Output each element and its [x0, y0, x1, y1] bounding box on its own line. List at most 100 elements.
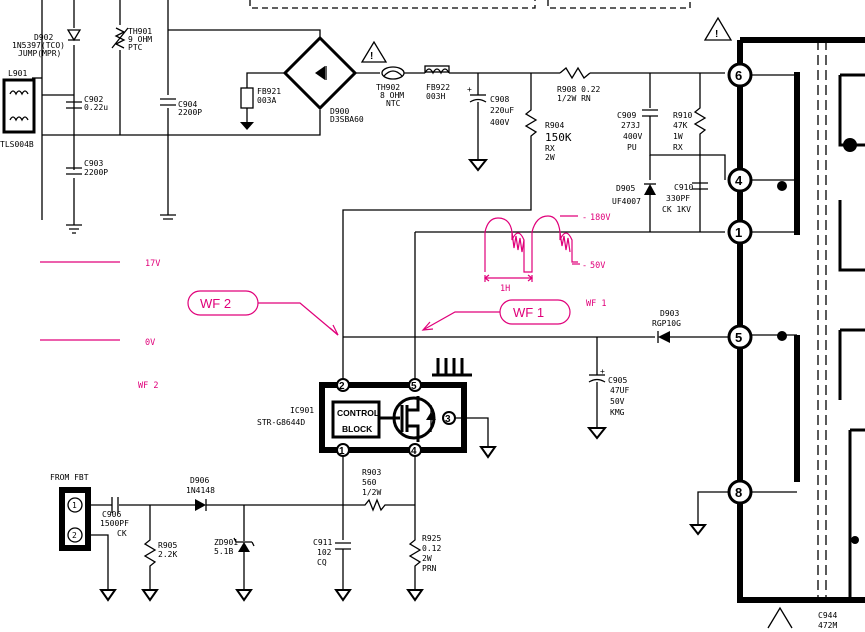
winding-taps	[752, 74, 797, 493]
svg-text:-: -	[582, 213, 587, 223]
c911-value: 102	[317, 548, 332, 557]
c902-value: 0.22u	[84, 103, 108, 112]
wf2-pointer	[258, 302, 339, 336]
period-arrows-icon	[484, 274, 533, 282]
mosfet-gate	[379, 396, 420, 442]
r910-label: R910	[673, 111, 692, 120]
ground-icon	[479, 446, 497, 459]
fb921-value: 003A	[257, 96, 276, 105]
wf1-arrow-icon	[421, 321, 434, 331]
d902-diode-symbol	[66, 29, 82, 42]
svg-text:!: !	[370, 51, 373, 62]
ic-pin-3	[442, 411, 456, 425]
d906-label: D906	[190, 476, 209, 485]
svg-text:!: !	[715, 29, 718, 40]
ground-icon	[235, 589, 253, 602]
c906-type: CK	[117, 529, 127, 538]
c909-voltage: 400V	[623, 132, 642, 141]
level-180v-label: 180V	[590, 213, 610, 223]
c903-symbol	[66, 167, 82, 175]
core-lines	[817, 40, 827, 600]
l901-box	[2, 78, 36, 134]
c906-label: C906	[102, 510, 121, 519]
secondary-windings	[838, 73, 865, 400]
d900-part: D3SBA60	[330, 115, 364, 124]
r905-label: R905	[158, 541, 177, 550]
r904-type: RX	[545, 144, 555, 153]
dashed-border-top	[249, 0, 536, 9]
d905-label: D905	[616, 184, 635, 193]
period-bracket	[484, 275, 533, 282]
pin2-ground-wire	[88, 534, 109, 590]
c902-label: C902	[84, 95, 103, 104]
pin3-ground-wire	[455, 417, 489, 447]
polarity-dot	[777, 331, 787, 341]
th902-symbol	[381, 66, 405, 80]
secondary-winding	[848, 428, 865, 600]
d903-part: RGP10G	[652, 319, 681, 328]
ground-icon	[406, 589, 424, 602]
fb921-wire	[246, 72, 285, 88]
level-0v-label: 0V	[145, 338, 155, 348]
c944-label: C944	[818, 611, 837, 620]
c909-label: C909	[617, 111, 636, 120]
d906-part: 1N4148	[186, 486, 215, 495]
zd901-zener-icon	[238, 542, 250, 552]
r904-label: R904	[545, 121, 564, 130]
ic901-part: STR-G8644D	[257, 418, 305, 427]
from-fbt-label: FROM FBT	[50, 473, 89, 482]
transformer-pin-8	[727, 479, 753, 505]
transformer-pin-5	[727, 324, 753, 350]
level-50v-label: 50V	[590, 261, 605, 271]
c911-type: CQ	[317, 558, 327, 567]
bridge-bottom-wire	[120, 110, 321, 136]
wf2-arrow-icon	[329, 324, 339, 336]
r910-value: 47K	[673, 121, 688, 130]
c904-label: C904	[178, 100, 197, 109]
r903-symbol	[343, 498, 415, 512]
l901-part: TLS004B	[0, 140, 34, 149]
c911-label: C911	[313, 538, 332, 547]
pin-label: 1	[735, 225, 742, 240]
d902-note: JUMP(MPR)	[18, 49, 61, 58]
r908-value: 1/2W RN	[557, 94, 591, 103]
d905-part: UF4007	[612, 197, 641, 206]
connector-pin-2	[67, 527, 83, 543]
svg-text:+: +	[600, 367, 605, 376]
fbt-connector	[59, 487, 91, 551]
ic-pin-label: 2	[339, 381, 345, 392]
l901-label: L901	[8, 69, 27, 78]
c904-symbol	[160, 98, 176, 106]
ground-icon	[160, 214, 176, 220]
c909-type: PU	[627, 143, 637, 152]
d902-part: 1N5397(TCO)	[12, 41, 65, 50]
c908-value: 220uF	[490, 106, 514, 115]
ground-icon	[467, 159, 489, 172]
zd901-label: ZD901	[214, 538, 238, 547]
th902-type: NTC	[386, 99, 401, 108]
zd901-value: 5.1B	[214, 547, 233, 556]
wf1-ringing	[511, 231, 571, 253]
th902-curve	[383, 70, 403, 77]
d903-label: D903	[660, 309, 679, 318]
ic901-label: IC901	[290, 406, 314, 415]
fb922-core	[424, 65, 450, 73]
r925-label: R925	[422, 534, 441, 543]
c902-symbol	[66, 101, 82, 109]
c908-voltage: 400V	[490, 118, 509, 127]
c905-plate-curved	[588, 378, 606, 383]
th901-type: PTC	[128, 43, 143, 52]
ic-pin-label: 5	[411, 381, 417, 392]
